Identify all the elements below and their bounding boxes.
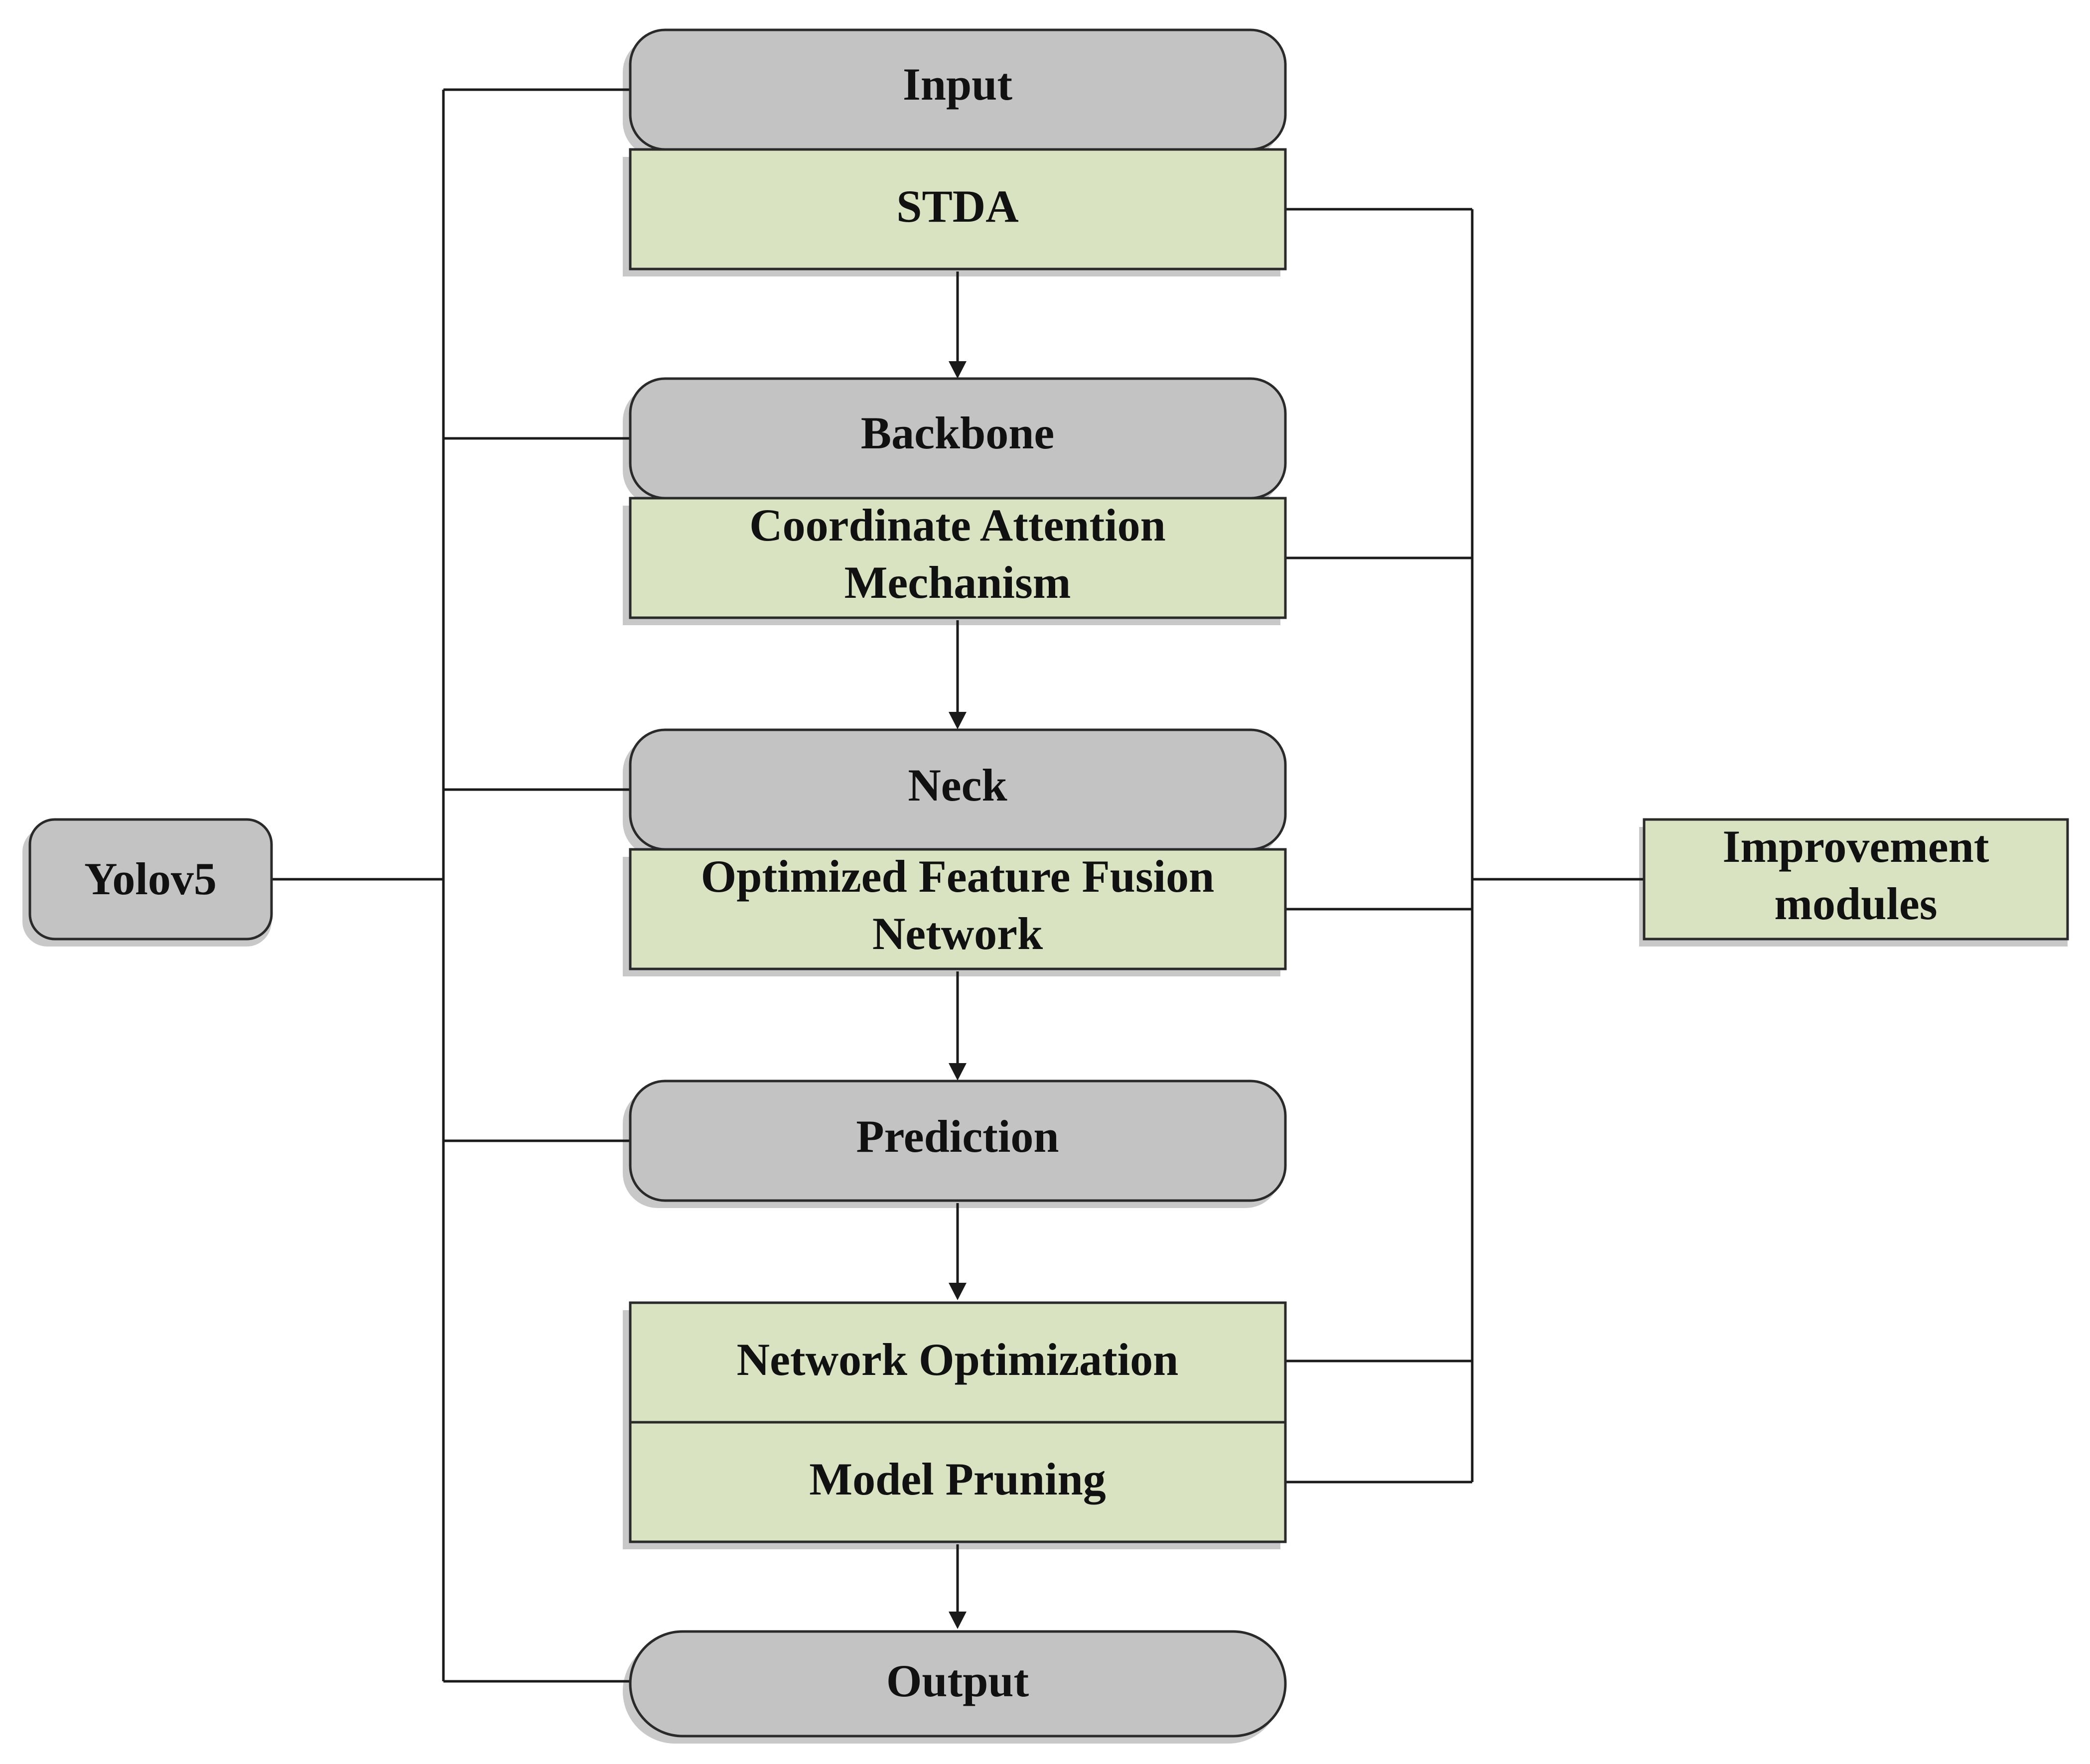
output-node: Output — [629, 1630, 1287, 1738]
model-pruning-label: Model Pruning — [809, 1454, 1106, 1504]
optimized-feature-fusion-label-line1: Optimized Feature Fusion — [701, 851, 1215, 902]
model-pruning-node: Model Pruning — [629, 1421, 1287, 1543]
stda-label: STDA — [896, 181, 1018, 232]
improvement-modules-label-line2: modules — [1774, 878, 1937, 929]
prediction-node: Prediction — [629, 1080, 1287, 1202]
improvement-modules-node: Improvement modules — [1643, 818, 2069, 941]
coordinate-attention-node: Coordinate Attention Mechanism — [629, 497, 1287, 619]
neck-label: Neck — [908, 760, 1007, 811]
input-label: Input — [903, 59, 1012, 110]
improvement-modules-label-line1: Improvement — [1723, 821, 1989, 872]
flow-arrows — [949, 271, 967, 1629]
backbone-node: Backbone — [629, 377, 1287, 500]
prediction-label: Prediction — [856, 1111, 1059, 1162]
network-optimization-label: Network Optimization — [737, 1334, 1179, 1385]
optimized-feature-fusion-node: Optimized Feature Fusion Network — [629, 848, 1287, 970]
yolov5-label: Yolov5 — [84, 853, 217, 904]
neck-node: Neck — [629, 728, 1287, 851]
network-optimization-node: Network Optimization — [629, 1301, 1287, 1424]
input-node: Input — [629, 28, 1287, 151]
output-label: Output — [886, 1655, 1029, 1706]
improvement-connectors — [1285, 208, 1644, 1484]
coordinate-attention-label-line1: Coordinate Attention — [749, 500, 1166, 550]
yolov5-connectors — [272, 88, 630, 1683]
optimized-feature-fusion-label-line2: Network — [872, 908, 1043, 959]
backbone-label: Backbone — [861, 407, 1055, 458]
coordinate-attention-label-line2: Mechanism — [844, 557, 1071, 608]
stda-node: STDA — [629, 148, 1287, 271]
yolov5-node: Yolov5 — [28, 818, 273, 941]
